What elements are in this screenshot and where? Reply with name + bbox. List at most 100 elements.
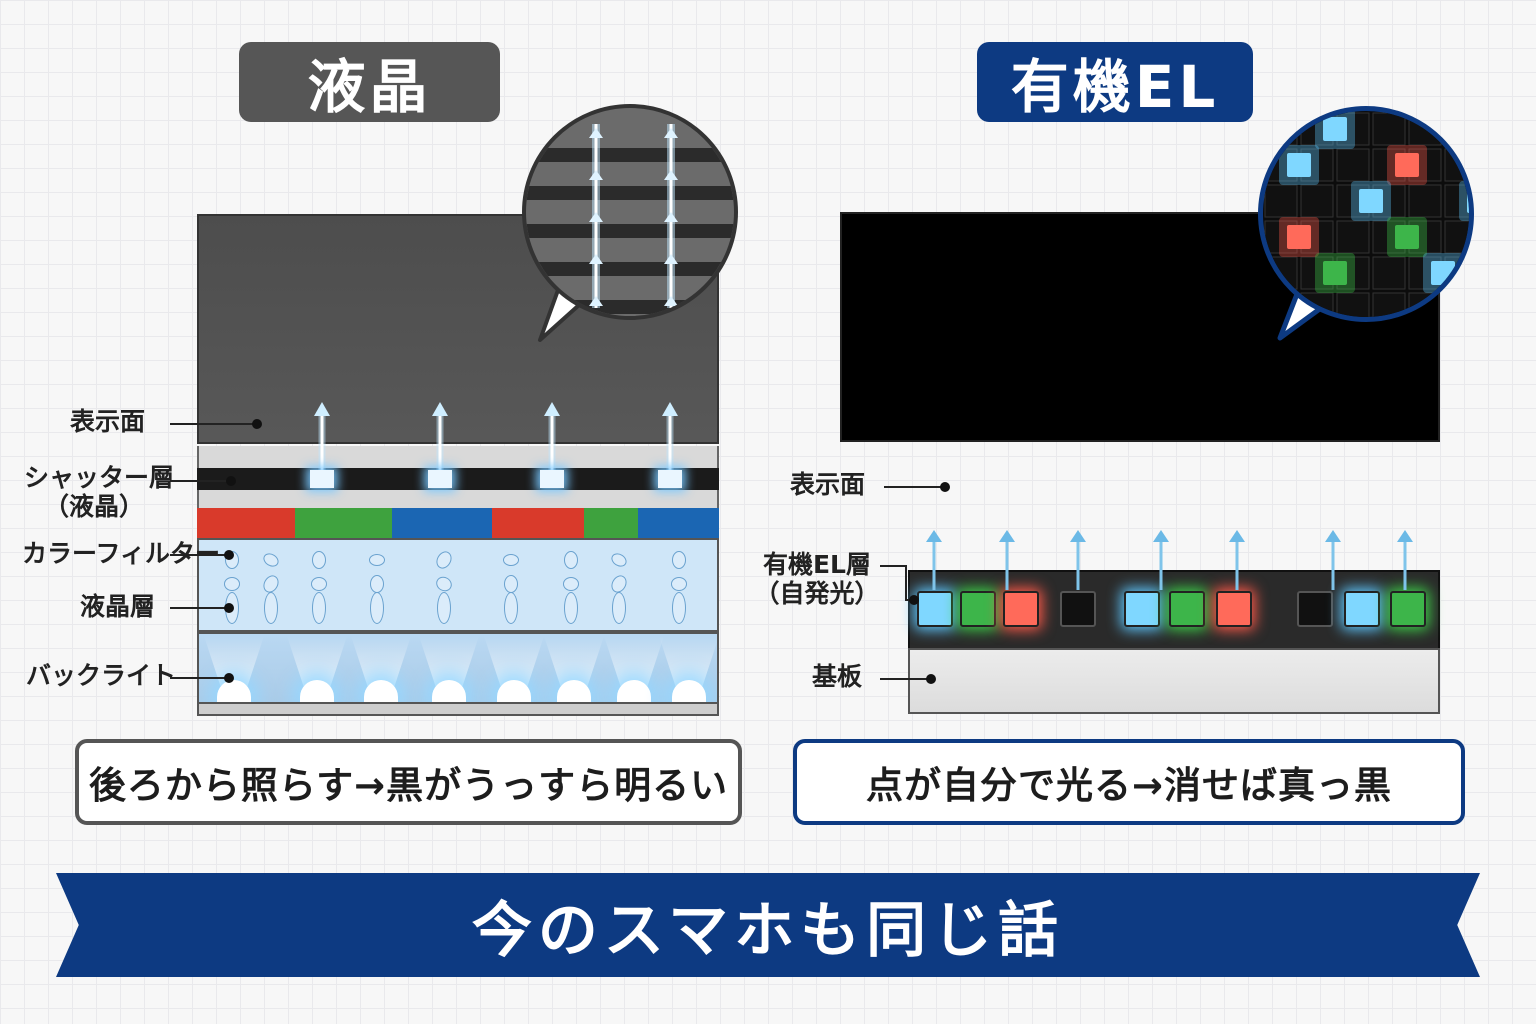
oled-label-layer-sub: （自発光） (754, 578, 880, 608)
light-arrow (999, 530, 1015, 590)
filter-segment (295, 508, 392, 538)
light-arrow (1229, 530, 1245, 590)
leader-line (170, 677, 228, 679)
leader-line (170, 554, 228, 556)
shutter-opening (658, 470, 682, 488)
filter-segment (392, 508, 492, 538)
lit-pixel-red (1395, 153, 1419, 177)
oled-title: 有機EL (977, 42, 1253, 122)
grid-cell (1336, 148, 1370, 182)
filter-segment (584, 508, 638, 538)
liquid-crystal-molecule (672, 551, 686, 569)
light-arrow (926, 530, 942, 590)
lcd-label-shutter: シャッター層 （液晶） (24, 463, 175, 522)
lit-pixel-blue (1323, 117, 1347, 141)
lcd-caption: 後ろから照らす→黒がうっすら明るい (75, 739, 742, 825)
shutter-opening (310, 470, 334, 488)
leader-line (884, 486, 942, 488)
liquid-crystal-molecule (370, 575, 384, 593)
lcd-magnifier (522, 104, 738, 320)
oled-pixel-off (1297, 591, 1333, 627)
lcd-label-shutter-main: シャッター層 (24, 463, 175, 492)
oled-substrate (908, 648, 1440, 714)
grid-cell (1264, 184, 1298, 218)
leader-line (170, 423, 256, 425)
shutter-opening (428, 470, 452, 488)
lcd-label-lc: 液晶層 (80, 592, 156, 621)
oled-pixel-green (1169, 591, 1205, 627)
leader-dot (940, 482, 950, 492)
leader-dot (224, 673, 234, 683)
oled-pixel-red (1003, 591, 1039, 627)
light-arrow (1397, 530, 1413, 590)
lcd-label-shutter-sub: （液晶） (43, 491, 144, 521)
grid-cell (1264, 112, 1298, 146)
lit-pixel-red (1287, 225, 1311, 249)
lcd-light-arrows (314, 402, 678, 482)
shutter-opening (540, 470, 564, 488)
leader-line (170, 607, 228, 609)
oled-pixel-off (1060, 591, 1096, 627)
liquid-crystal-molecule (311, 577, 327, 591)
oled-pixel-blue (1344, 591, 1380, 627)
liquid-crystal-molecule (369, 554, 385, 566)
oled-layer-leader (880, 565, 919, 605)
lcd-magnifier-detail (526, 124, 734, 314)
lit-pixel-blue (1287, 153, 1311, 177)
magnified-light-arrow (664, 124, 678, 308)
shutter-bar (526, 148, 734, 162)
light-arrow (1325, 530, 1341, 590)
backlight-lamp (217, 680, 251, 702)
liquid-crystal-molecule (437, 592, 451, 624)
liquid-crystal-molecule (504, 575, 518, 593)
oled-label-substrate: 基板 (812, 662, 863, 691)
liquid-crystal-molecule (563, 577, 579, 591)
shutter-bar (526, 186, 734, 200)
backlight-lamp (300, 680, 334, 702)
shutter-bar (526, 224, 734, 238)
lcd-label-display: 表示面 (70, 407, 146, 436)
magnified-light-arrow (589, 124, 603, 308)
filter-segment (638, 508, 719, 538)
backlight-lamp (672, 680, 706, 702)
leader-dot (224, 550, 234, 560)
liquid-crystal-molecule (504, 592, 518, 624)
leader-dot (224, 603, 234, 613)
leader-line (880, 678, 930, 680)
oled-label-layer-main: 有機EL層 (762, 550, 871, 579)
oled-pixel-blue (917, 591, 953, 627)
grid-cell (1408, 184, 1442, 218)
lcd-base-plate (197, 702, 719, 716)
grid-cell (1336, 292, 1370, 317)
pixel-glow (1459, 181, 1469, 221)
liquid-crystal-molecule (264, 592, 278, 624)
backlight-lamp (432, 680, 466, 702)
oled-pixel-red (1216, 591, 1252, 627)
lit-pixel-green (1395, 225, 1419, 249)
lcd-title: 液晶 (239, 42, 500, 122)
oled-label-layer: 有機EL層 （自発光） (752, 550, 882, 609)
lcd-spacer-bottom (197, 490, 719, 508)
oled-pixel-green (960, 591, 996, 627)
liquid-crystal-molecule (312, 592, 326, 624)
filter-segment (197, 508, 295, 538)
grid-cell (1300, 184, 1334, 218)
lit-pixel-blue (1359, 189, 1383, 213)
liquid-crystal-molecule (433, 548, 455, 572)
backlight-lamp (557, 680, 591, 702)
lit-pixel-blue (1467, 189, 1469, 213)
leader-dot (252, 419, 262, 429)
liquid-crystal-molecule (612, 592, 626, 624)
oled-magnifier-detail (1264, 111, 1469, 317)
oled-pixel-green (1390, 591, 1426, 627)
liquid-crystal-molecule (564, 551, 578, 569)
oled-magnifier (1258, 106, 1474, 322)
liquid-crystal-molecule (672, 592, 686, 624)
filter-segment (492, 508, 584, 538)
grid-cell (1444, 220, 1469, 254)
liquid-crystal-molecule (503, 554, 519, 566)
oled-label-display: 表示面 (790, 470, 866, 499)
liquid-crystal-molecule (312, 551, 326, 569)
leader-dot (226, 476, 236, 486)
oled-pixel-blue (1124, 591, 1160, 627)
